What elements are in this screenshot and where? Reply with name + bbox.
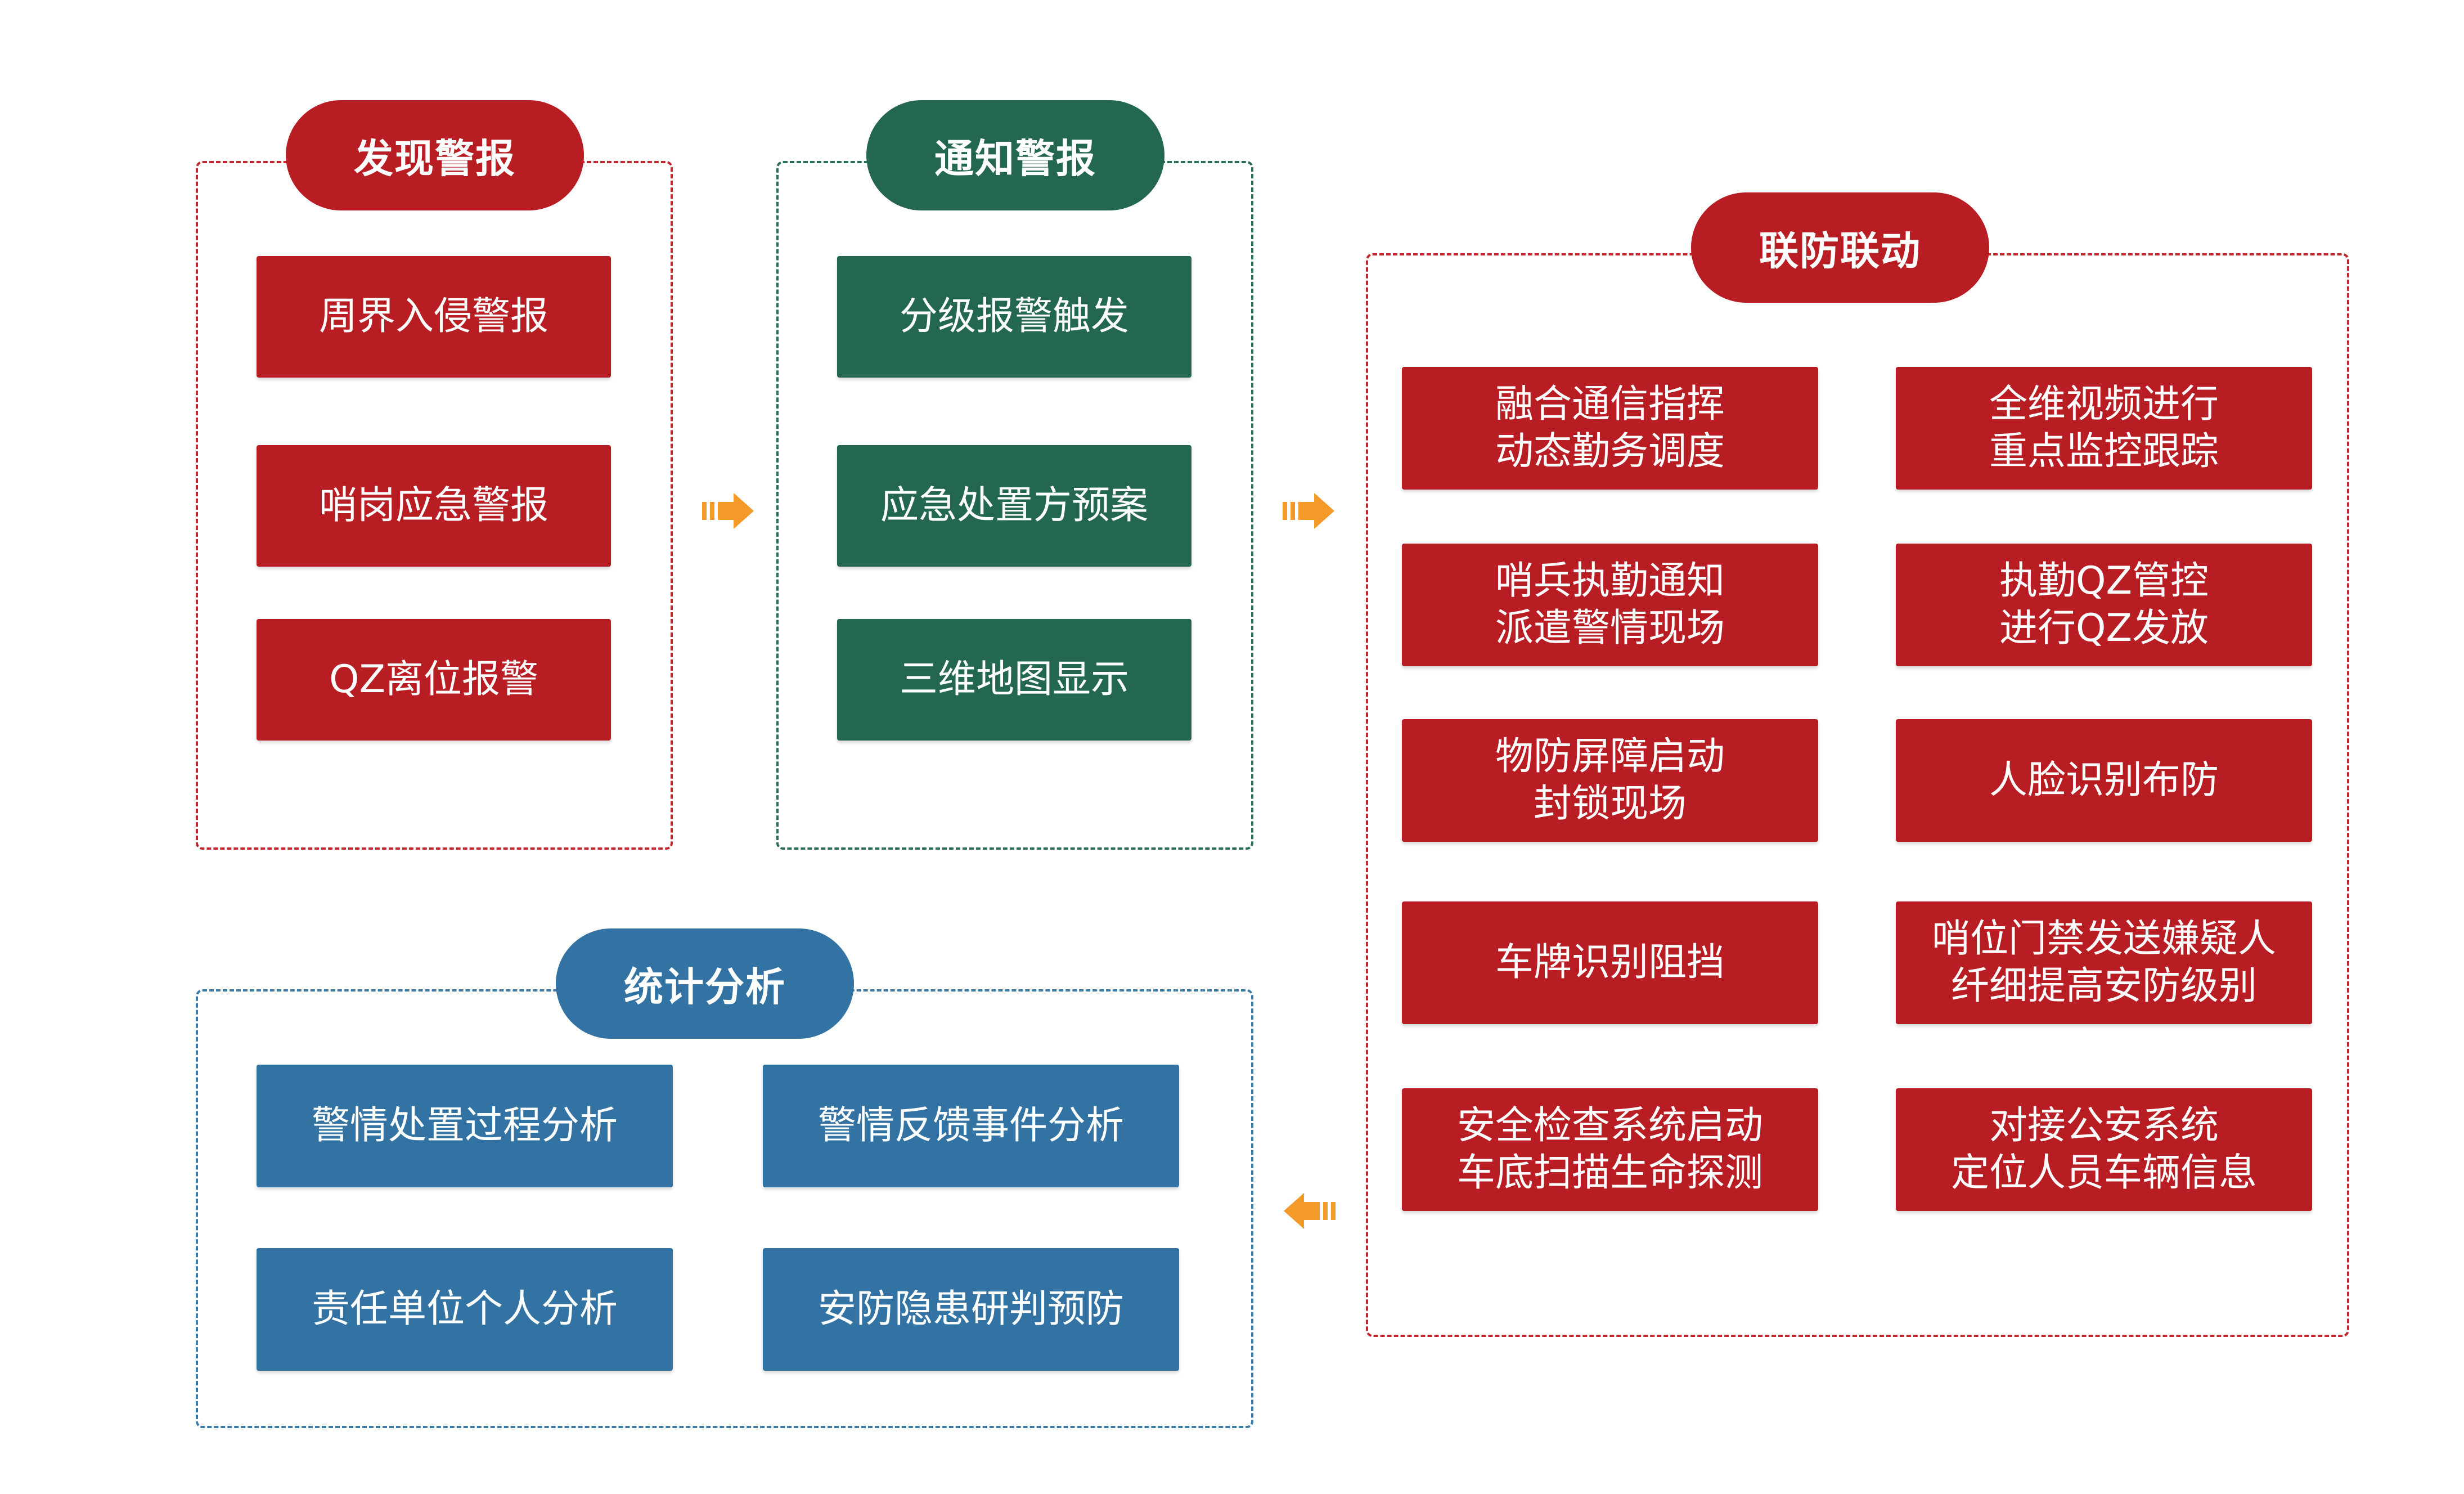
notify-item-3d-map: 三维地图显示 [837, 619, 1191, 741]
stats-item-prevention: 安防隐患研判预防 [763, 1248, 1179, 1371]
stats-item-responsibility: 责任单位个人分析 [257, 1248, 673, 1371]
linkage-item-4: 执勤QZ管控进行QZ发放 [1896, 544, 2312, 666]
stats-item-feedback: 警情反馈事件分析 [763, 1065, 1179, 1187]
joint-defense-title: 联防联动 [1691, 192, 1989, 303]
linkage-item-10: 对接公安系统定位人员车辆信息 [1896, 1088, 2312, 1211]
statistics-title: 统计分析 [556, 928, 854, 1039]
discover-item-qz-leave: QZ离位报警 [257, 619, 611, 741]
discover-item-perimeter: 周界入侵警报 [257, 256, 611, 378]
stats-item-process: 警情处置过程分析 [257, 1065, 673, 1187]
notify-alarm-title: 通知警报 [866, 100, 1164, 210]
linkage-item-1: 融合通信指挥动态勤务调度 [1402, 367, 1818, 490]
linkage-item-6: 人脸识别布防 [1896, 719, 2312, 842]
linkage-item-3: 哨兵执勤通知派遣警情现场 [1402, 544, 1818, 666]
discover-item-post-emergency: 哨岗应急警报 [257, 445, 611, 567]
arrow-icon [1283, 493, 1334, 529]
linkage-item-7: 车牌识别阻挡 [1402, 901, 1818, 1024]
notify-item-graded-trigger: 分级报警触发 [837, 256, 1191, 378]
linkage-item-5: 物防屏障启动封锁现场 [1402, 719, 1818, 842]
linkage-item-2: 全维视频进行重点监控跟踪 [1896, 367, 2312, 490]
arrow-icon [702, 493, 754, 529]
arrow-icon [1284, 1193, 1336, 1229]
notify-item-emergency-plan: 应急处置方预案 [837, 445, 1191, 567]
discover-alarm-title: 发现警报 [286, 100, 584, 210]
linkage-item-8: 哨位门禁发送嫌疑人纤细提高安防级别 [1896, 901, 2312, 1024]
linkage-item-9: 安全检查系统启动车底扫描生命探测 [1402, 1088, 1818, 1211]
